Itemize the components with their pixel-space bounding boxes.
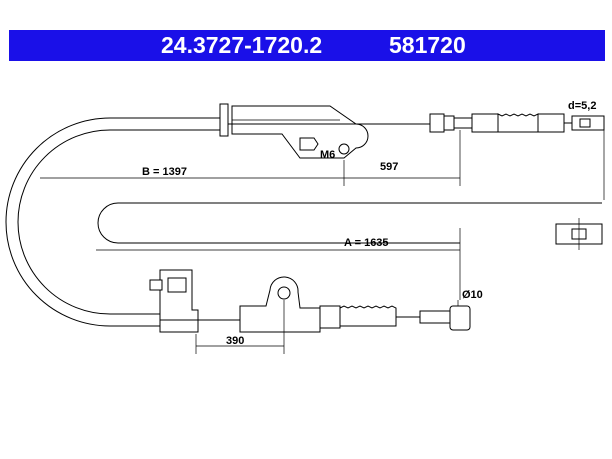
title-bar: 24.3727-1720.2 581720 [9,30,605,61]
label-dim-a: A = 1635 [344,237,389,249]
label-dim-b: B = 1397 [142,166,187,178]
reference-number: 581720 [389,32,466,58]
cable-inner-loop [97,202,602,244]
part-number: 24.3727-1720.2 [161,32,323,58]
label-dim-597: 597 [380,161,398,173]
label-thread: M6 [320,149,335,161]
label-dim-diameter: Ø10 [462,289,483,301]
m6-bolt-circle [338,143,350,155]
bracket-hole [277,286,291,300]
top-cable-end [429,113,605,133]
top-bracket [219,103,430,159]
bottom-cable-end [319,305,471,331]
end-fitting-detail [555,218,603,250]
cable-sheath-inner [17,129,225,315]
bottom-bracket [149,269,321,333]
label-dim-390: 390 [226,335,244,347]
dimension-lines [40,130,605,354]
label-diameter-end: d=5,2 [568,100,596,112]
cable-sheath-outer [5,117,225,327]
